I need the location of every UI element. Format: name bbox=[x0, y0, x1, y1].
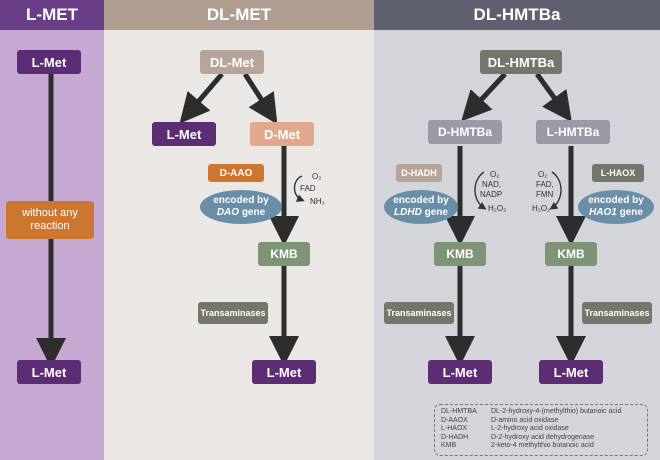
hmtba-bottom-lmet-right-node: L-Met bbox=[539, 360, 603, 384]
dhmtba-cofactor-nadp: NADP bbox=[480, 190, 503, 199]
dlmet-kmb-node: KMB bbox=[258, 242, 310, 266]
legend-abbr: DL-HMTBA bbox=[441, 408, 477, 415]
without-reaction-node: without any reaction bbox=[6, 201, 94, 239]
legend-row: D-HADH D-2-hydroxy acid dehydrogenase bbox=[441, 434, 641, 443]
d-hmtba-node: D-HMTBa bbox=[428, 120, 502, 144]
legend-row: L-HAOX L-2-hydroxy acid oxidase bbox=[441, 425, 641, 434]
hao1-gene-name: HAO1 bbox=[589, 207, 617, 218]
lmet-top-node: L-Met bbox=[17, 50, 81, 74]
dmet-cofactor-o2: O₂ bbox=[312, 172, 322, 181]
lhmtba-cofactor-o2: O₂ bbox=[538, 170, 548, 179]
ldhd-gene-suffix: gene bbox=[424, 207, 448, 218]
dlmet-header: DL-MET bbox=[104, 0, 374, 30]
dlmet-top-node: DL-Met bbox=[200, 50, 264, 74]
dmet-node: D-Met bbox=[250, 122, 314, 146]
legend-desc: D-amino acid oxidase bbox=[491, 416, 559, 424]
daao-enzyme-node: D-AAO bbox=[208, 164, 264, 182]
hao1-gene-line1: encoded by bbox=[588, 195, 644, 206]
hmtba-kmb-right-node: KMB bbox=[545, 242, 597, 266]
dlmet-panel bbox=[104, 0, 374, 460]
arrow-dlmet-to-dmet bbox=[242, 72, 278, 125]
cofactor-arc-lhmtba bbox=[549, 171, 562, 210]
hmtba-bottom-lmet-left-node: L-Met bbox=[428, 360, 492, 384]
legend-abbr: KMB bbox=[441, 442, 457, 449]
l-hmtba-node: L-HMTBa bbox=[536, 120, 610, 144]
hao1-gene-oval: encoded by HAO1 gene bbox=[578, 190, 654, 224]
dlmet-bottom-lmet-node: L-Met bbox=[252, 360, 316, 384]
hmtba-header: DL-HMTBa bbox=[374, 0, 660, 30]
legend-desc: D-2-hydroxy acid dehydrogenase bbox=[491, 433, 595, 441]
legend-row: D-AAOX D-amino acid oxidase bbox=[441, 417, 641, 426]
hmtba-kmb-left-node: KMB bbox=[434, 242, 486, 266]
dao-gene-oval: encoded by DAO gene bbox=[200, 190, 282, 224]
hao1-gene-suffix: gene bbox=[619, 207, 643, 218]
dmet-cofactor-nh3: NH₃ bbox=[310, 197, 325, 206]
legend-abbr: D-AAOX bbox=[441, 416, 468, 424]
dhmtba-cofactor-nad: NAD, bbox=[482, 180, 502, 189]
l-haox-enzyme-node: L-HAOX bbox=[592, 164, 644, 182]
legend-abbr: D-HADH bbox=[441, 433, 469, 441]
cofactor-arc-dhmtba bbox=[474, 171, 487, 210]
dmet-cofactor-fad: FAD bbox=[300, 184, 316, 193]
legend-desc: 2-keto-4 methylthio butanoic acid bbox=[491, 442, 594, 449]
dao-gene-suffix: gene bbox=[241, 207, 266, 218]
legend-desc: L-2-hydroxy acid oxidase bbox=[491, 425, 569, 432]
lhmtba-cofactor-h2o2: H₂O₂ bbox=[532, 204, 551, 213]
legend-row: KMB 2-keto-4 methylthio butanoic acid bbox=[441, 442, 641, 451]
lmet-header: L-MET bbox=[0, 0, 104, 30]
arrow-hmtba-to-l bbox=[534, 72, 572, 123]
dhmtba-cofactor-h2o2: H₂O₂ bbox=[488, 204, 507, 213]
cofactor-arc-dmet bbox=[293, 175, 305, 202]
lmet-bottom-node: L-Met bbox=[17, 360, 81, 384]
dao-gene-name: DAO bbox=[216, 207, 240, 218]
hmtba-transaminases-left-node: Transaminases bbox=[384, 302, 454, 324]
abbreviation-legend: DL-HMTBA DL-2-hydroxy-4-(methylthio) buta… bbox=[434, 404, 648, 456]
legend-desc: DL-2-hydroxy-4-(methylthio) butanoic aci… bbox=[491, 408, 622, 415]
hmtba-top-node: DL-HMTBa bbox=[480, 50, 562, 74]
ldhd-gene-oval: encoded by LDHD gene bbox=[384, 190, 458, 224]
dlmet-lmet-node: L-Met bbox=[152, 122, 216, 146]
hmtba-panel bbox=[374, 0, 660, 460]
dlmet-transaminases-node: Transaminases bbox=[198, 302, 268, 324]
ldhd-gene-line1: encoded by bbox=[393, 195, 449, 206]
dao-gene-line1: encoded by bbox=[213, 195, 269, 206]
legend-abbr: L-HAOX bbox=[441, 425, 468, 432]
arrow-dlmet-to-lmet bbox=[179, 72, 224, 124]
ldhd-gene-name: LDHD bbox=[394, 207, 422, 218]
lhmtba-cofactor-fad: FAD, bbox=[536, 180, 554, 189]
hmtba-transaminases-right-node: Transaminases bbox=[582, 302, 652, 324]
legend-row: DL-HMTBA DL-2-hydroxy-4-(methylthio) buta… bbox=[441, 408, 641, 417]
dhmtba-cofactor-o2: O₂ bbox=[490, 170, 500, 179]
d-hadh-enzyme-node: D-HADH bbox=[396, 164, 442, 182]
arrow-hmtba-to-d bbox=[461, 72, 507, 122]
lhmtba-cofactor-fmn: FMN bbox=[536, 190, 554, 199]
